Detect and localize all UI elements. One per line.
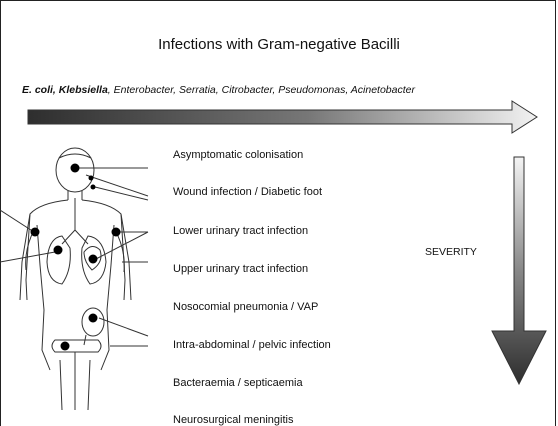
spectrum-arrow: [28, 101, 537, 133]
severity-label: SEVERITY: [425, 246, 477, 258]
site-dot-bladder: [61, 342, 70, 351]
infection-item: Nosocomial pneumonia / VAP: [173, 301, 318, 313]
severity-arrow: [492, 157, 546, 384]
infection-item: Bacteraemia / septicaemia: [173, 377, 303, 389]
infection-item: Upper urinary tract infection: [173, 263, 308, 275]
site-dot-arm-left: [31, 228, 40, 237]
infection-item: Intra-abdominal / pelvic infection: [173, 339, 331, 351]
pointer-lines: [0, 168, 148, 346]
infection-item: Asymptomatic colonisation: [173, 149, 303, 161]
site-dot-skin-2: [91, 185, 96, 190]
infection-item: Neurosurgical meningitis: [173, 414, 293, 426]
site-dot-arm-right: [112, 228, 121, 237]
site-dot-lung-left: [54, 246, 63, 255]
site-dot-head: [71, 164, 80, 173]
infection-item: Lower urinary tract infection: [173, 225, 308, 237]
site-dot-heart: [89, 255, 98, 264]
infection-item: Wound infection / Diabetic foot: [173, 186, 322, 198]
site-dot-skin-1: [89, 176, 94, 181]
site-dot-kidney: [89, 314, 98, 323]
human-body-figure: [20, 148, 131, 410]
